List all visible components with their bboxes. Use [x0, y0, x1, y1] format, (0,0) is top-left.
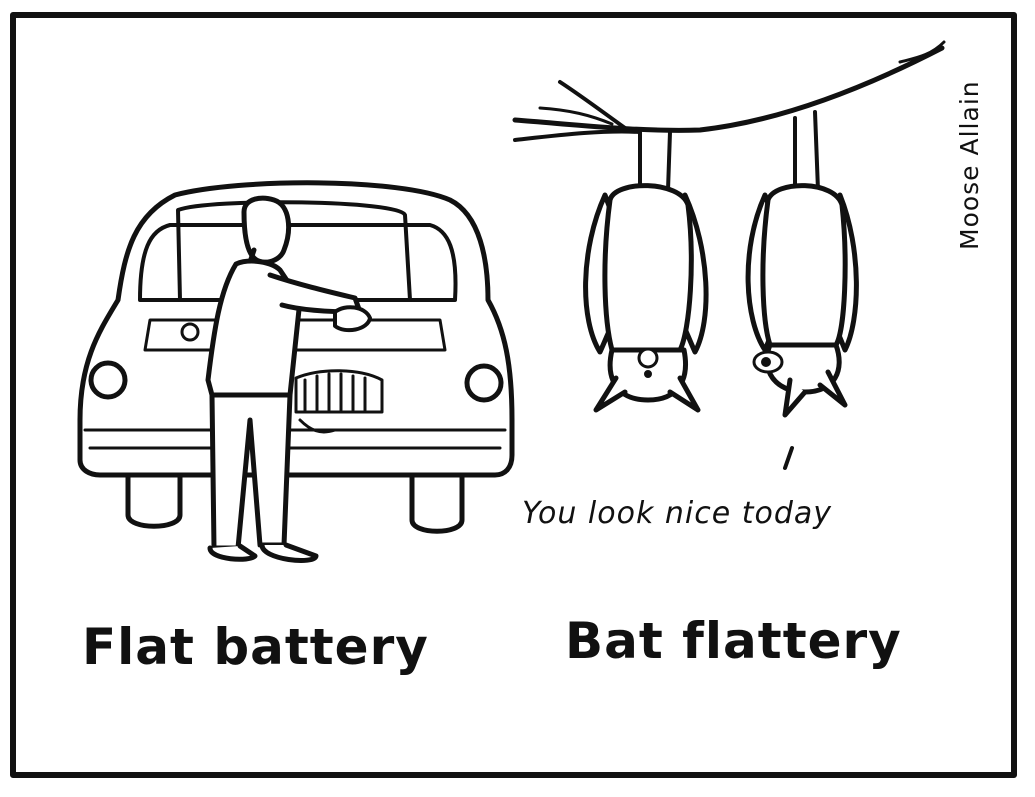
bat-left-drawing — [583, 130, 709, 413]
speech-text: You look nice today — [522, 496, 833, 531]
caption-flat-battery: Flat battery — [82, 618, 429, 676]
branch-drawing — [512, 40, 946, 142]
bat-right-drawing — [745, 110, 859, 418]
car-drawing — [77, 180, 515, 534]
speech-pointer — [783, 446, 794, 470]
man-drawing — [205, 195, 372, 563]
caption-bat-flattery: Bat flattery — [565, 612, 902, 670]
artist-signature: Moose Allain — [955, 80, 984, 250]
